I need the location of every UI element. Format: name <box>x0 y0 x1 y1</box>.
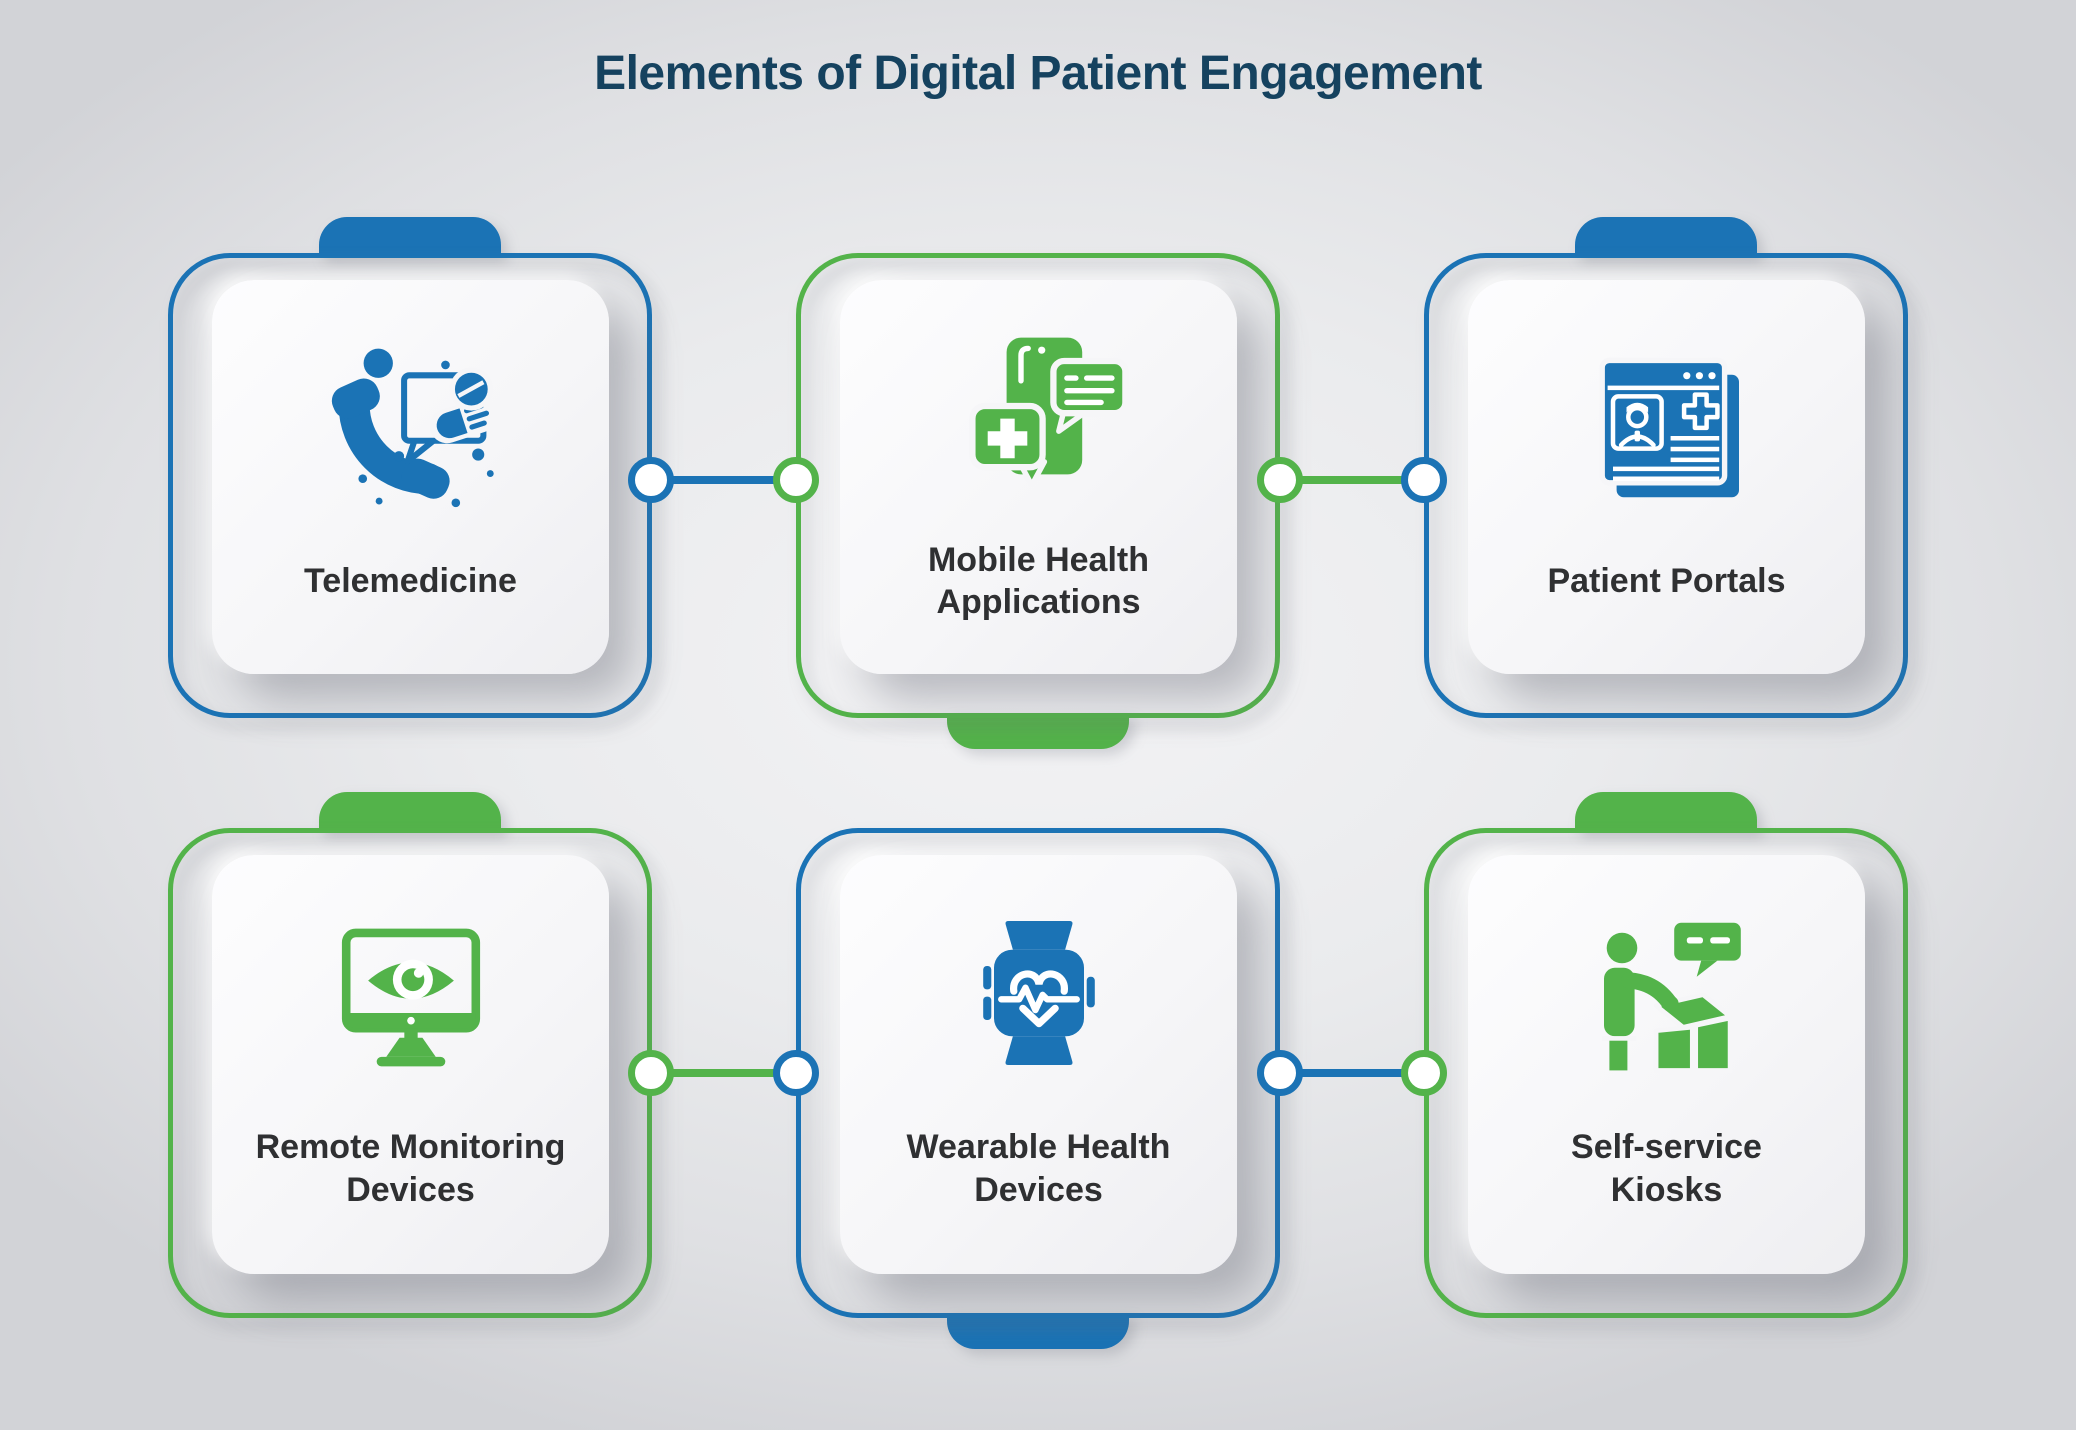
page-title: Elements of Digital Patient Engagement <box>594 47 1482 100</box>
card-label: Mobile Health Applications <box>927 540 1150 621</box>
connector-dot <box>1401 457 1447 503</box>
card-wearable-health-devices: Wearable Health Devices <box>796 828 1280 1349</box>
card-top-tab <box>1575 217 1757 257</box>
card-inner: Remote Monitoring Devices <box>212 855 609 1274</box>
connector-dot <box>628 457 674 503</box>
connector-line-mobile-to-portals <box>1280 476 1424 484</box>
kiosk-person-icon <box>1567 912 1767 1074</box>
card-top-tab <box>319 792 501 832</box>
card-inner: Telemedicine <box>212 280 609 674</box>
card-top-tab <box>319 217 501 257</box>
card-label: Patient Portals <box>1547 561 1786 600</box>
card-inner: Mobile Health Applications <box>840 280 1237 674</box>
card-inner: Wearable Health Devices <box>840 855 1237 1274</box>
card-self-service-kiosks: Self-service Kiosks <box>1424 792 1908 1318</box>
card-patient-portals: Patient Portals <box>1424 217 1908 718</box>
connector-line-wearable-to-kiosks <box>1280 1069 1424 1077</box>
connector-dot <box>1401 1050 1447 1096</box>
connector-dot <box>1257 457 1303 503</box>
card-bottom-tab <box>947 713 1129 749</box>
card-label: Wearable Health Devices <box>906 1128 1171 1209</box>
card-label: Remote Monitoring Devices <box>255 1128 566 1209</box>
connector-dot <box>1257 1050 1303 1096</box>
patient-portal-icon <box>1567 346 1767 508</box>
connector-dot <box>773 1050 819 1096</box>
card-label: Telemedicine <box>304 561 517 600</box>
mobile-health-chat-icon <box>939 325 1139 487</box>
card-top-tab <box>1575 792 1757 832</box>
connector-line-remote-to-wearable <box>651 1069 796 1077</box>
connector-line-telemedicine-to-mobile <box>651 476 796 484</box>
card-mobile-health-applications: Mobile Health Applications <box>796 253 1280 749</box>
card-remote-monitoring-devices: Remote Monitoring Devices <box>168 792 652 1318</box>
card-bottom-tab <box>947 1313 1129 1349</box>
telemedicine-phone-icon <box>311 346 511 508</box>
monitor-eye-icon <box>311 912 511 1074</box>
card-inner: Patient Portals <box>1468 280 1865 674</box>
card-inner: Self-service Kiosks <box>1468 855 1865 1274</box>
connector-dot <box>773 457 819 503</box>
smartwatch-heart-icon <box>939 912 1139 1074</box>
connector-dot <box>628 1050 674 1096</box>
card-label: Self-service Kiosks <box>1571 1128 1762 1209</box>
card-telemedicine: Telemedicine <box>168 217 652 718</box>
